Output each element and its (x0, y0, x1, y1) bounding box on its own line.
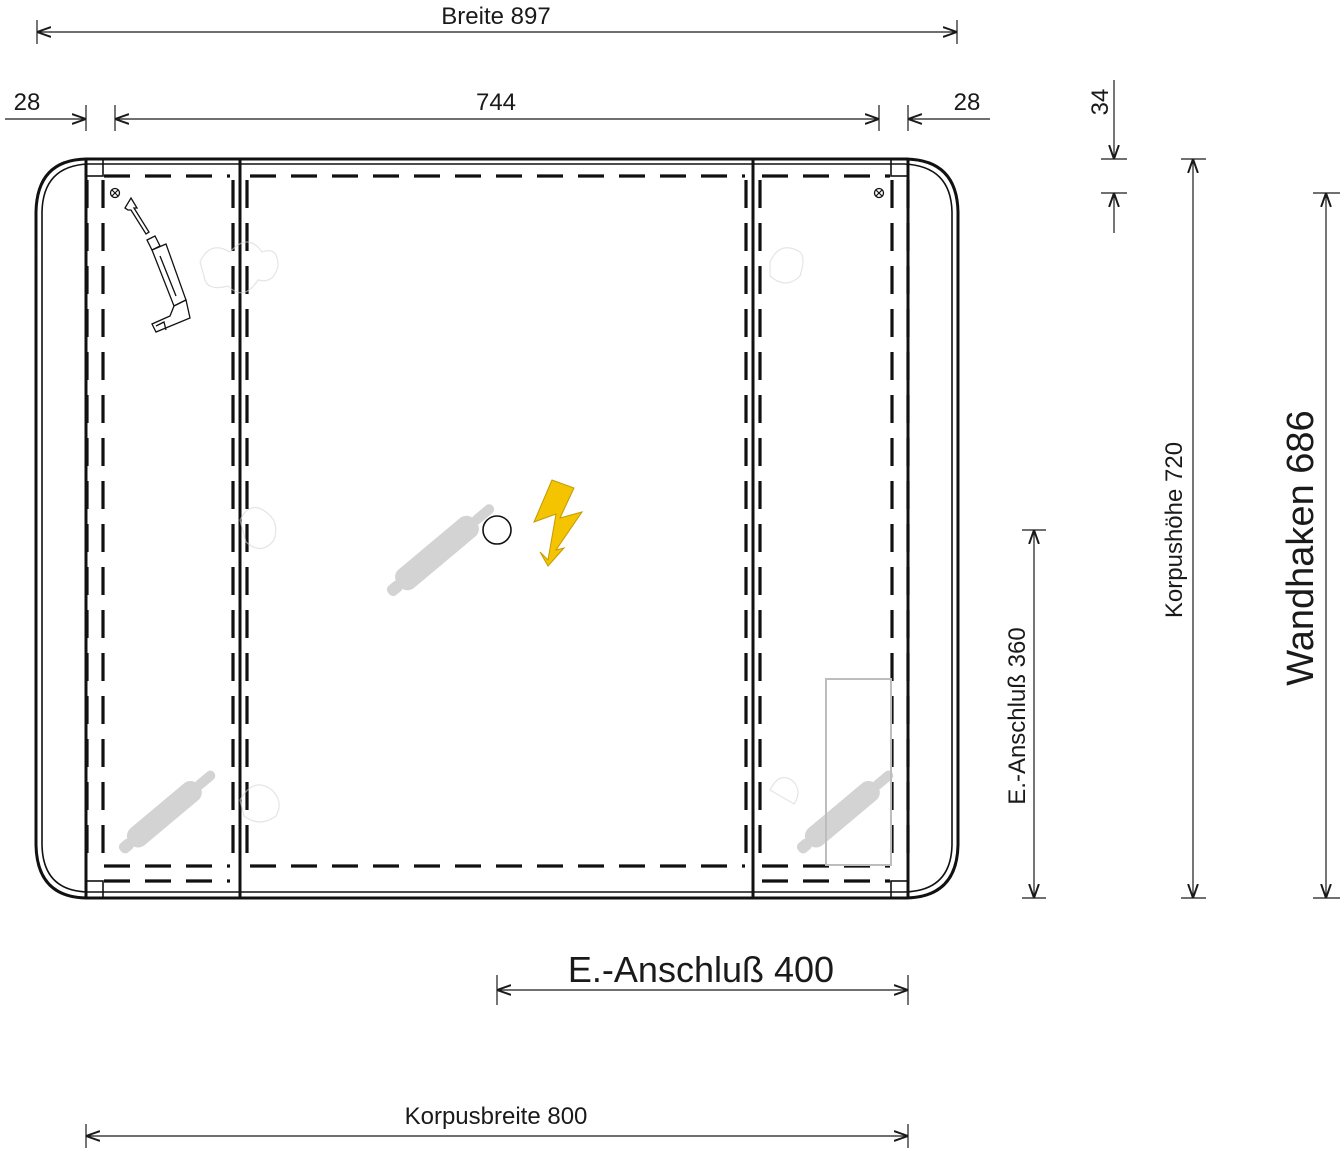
dimension-top-offset: 34 (1087, 80, 1127, 233)
dimension-overall-width: Breite 897 (36, 3, 958, 44)
dimension-body-height: Korpushöhe 720 (1161, 158, 1206, 899)
body-height-label: Korpushöhe 720 (1161, 442, 1188, 618)
right-door-frame (752, 158, 909, 899)
door-width-label: 744 (476, 89, 516, 116)
wall-plug-icon (386, 504, 495, 597)
hidden-lines (85, 174, 910, 883)
wall-hook-label: Wandhaken 686 (1280, 410, 1322, 685)
overall-width-label: Breite 897 (441, 3, 550, 30)
dimension-door-row: 28 744 28 (5, 89, 990, 131)
connection-height-label: E.-Anschluß 360 (1004, 627, 1031, 804)
dimension-wall-hook: Wandhaken 686 (1280, 192, 1340, 899)
top-offset-label: 34 (1087, 89, 1114, 116)
right-offset-label: 28 (954, 89, 981, 116)
dimension-body-width: Korpusbreite 800 (85, 1103, 909, 1148)
lightning-icon (533, 479, 584, 567)
dimension-connection-width: E.-Anschluß 400 (496, 949, 909, 1005)
mounting-bracket-icon (124, 196, 191, 333)
electrical-outlet-icon (482, 515, 512, 545)
screw-mark-icon (873, 187, 885, 199)
screw-mark-icon (109, 187, 121, 199)
wall-plug-icon (796, 770, 894, 854)
connection-box (825, 678, 892, 866)
ghost-shape (199, 241, 804, 823)
connection-width-label: E.-Anschluß 400 (568, 949, 834, 990)
left-offset-label: 28 (14, 89, 41, 116)
wall-plug-icon (118, 770, 216, 854)
cabinet (34, 157, 960, 900)
dimension-connection-height: E.-Anschluß 360 (1004, 529, 1046, 899)
body-width-label: Korpusbreite 800 (405, 1103, 588, 1130)
